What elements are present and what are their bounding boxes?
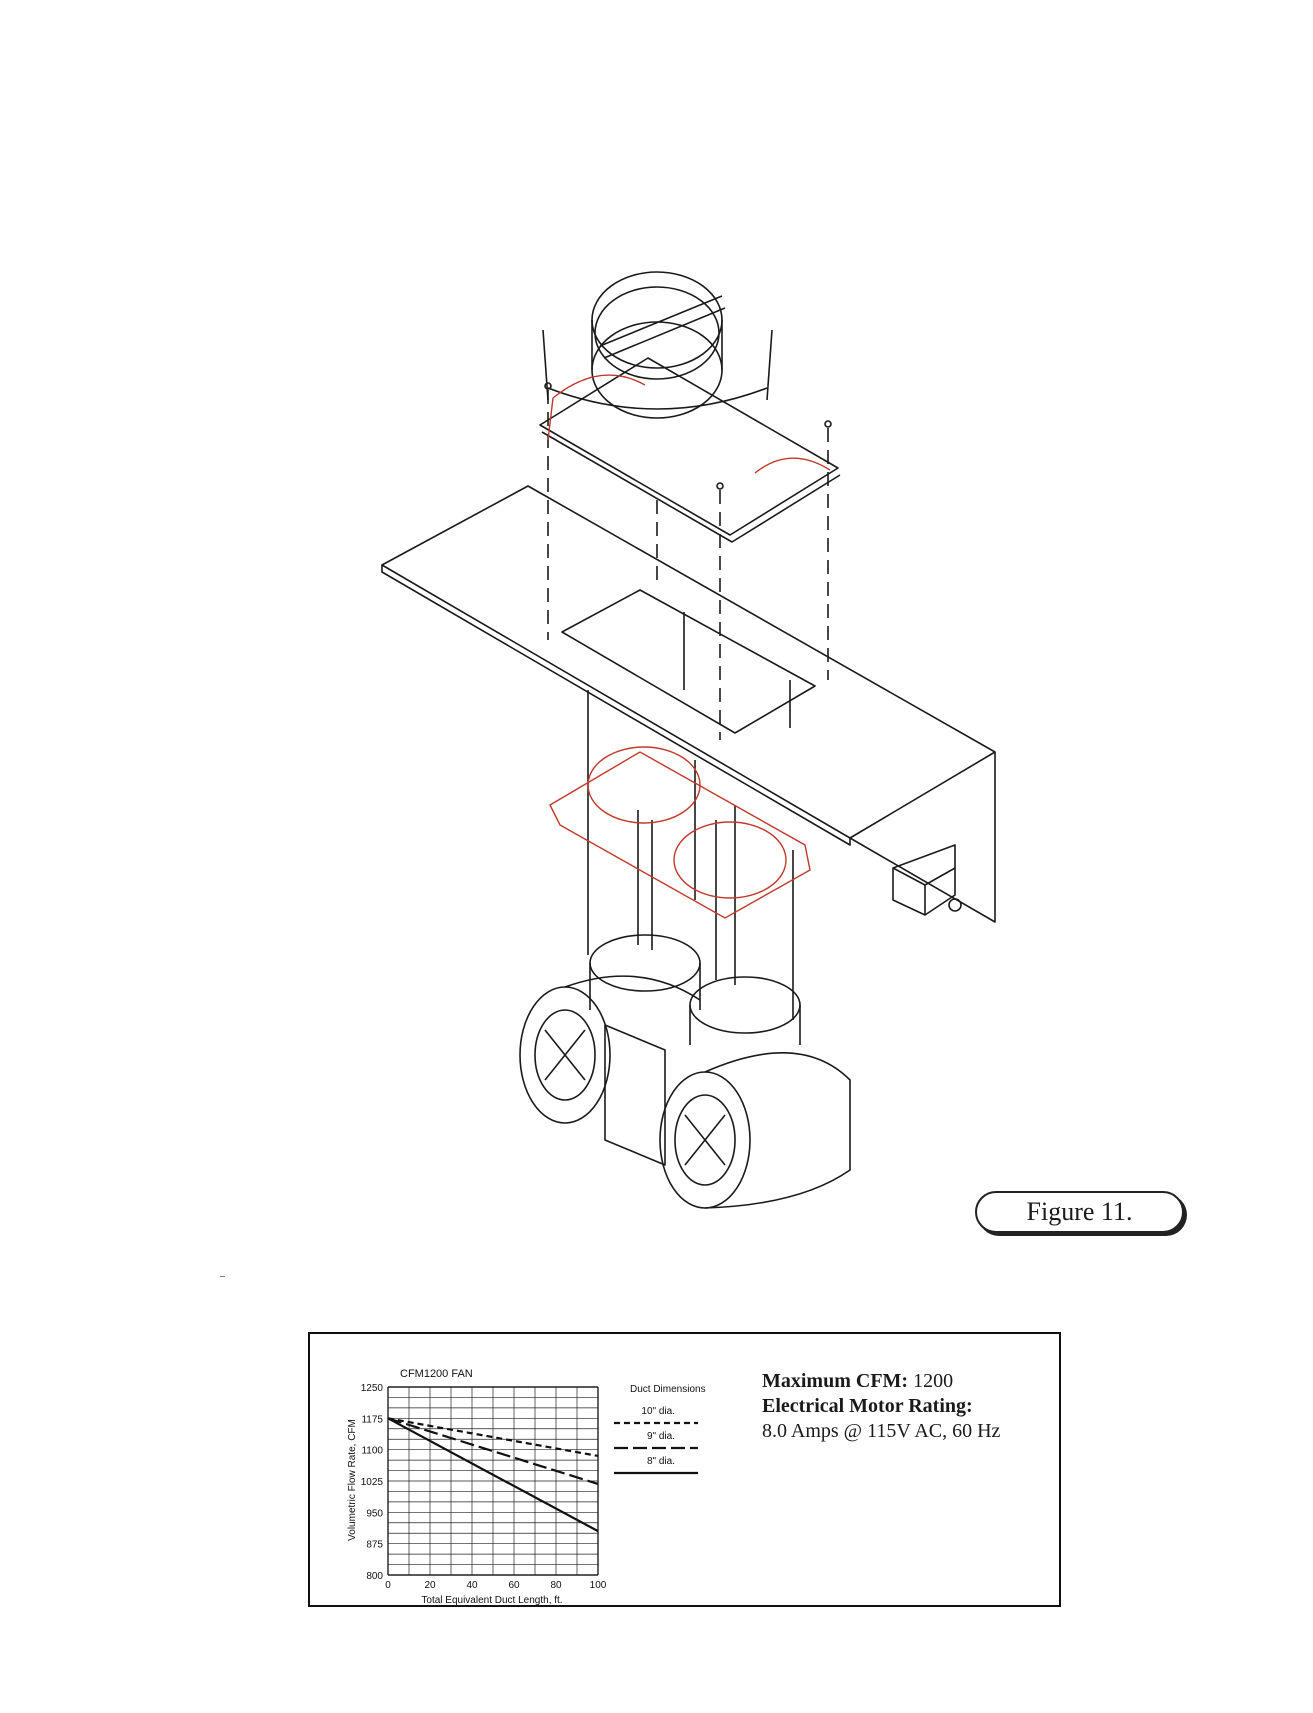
x-tick-label: 20 <box>424 1580 436 1591</box>
x-tick-label: 0 <box>385 1580 391 1591</box>
legend-label: 9" dia. <box>647 1431 675 1442</box>
housing-plate <box>382 486 995 922</box>
legend-label: 8" dia. <box>647 1456 675 1467</box>
exploded-diagram <box>0 0 1313 1260</box>
max-cfm-label: Maximum CFM: <box>762 1370 908 1392</box>
y-tick-label: 1250 <box>361 1383 384 1394</box>
stray-mark <box>220 1276 225 1277</box>
y-tick-labels: 800 875 950 1025 1100 1175 1250 <box>361 1383 384 1582</box>
motor-rating-value: 8.0 Amps @ 115V AC, 60 Hz <box>762 1419 1000 1444</box>
fan-spec-box: CFM1200 FAN 0 20 40 60 80 100 800 875 950 1025 11… <box>308 1332 1061 1607</box>
duct-collar <box>543 272 772 418</box>
max-cfm-value: 1200 <box>913 1370 953 1392</box>
y-axis-label: Volumetric Flow Rate, CFM <box>347 1419 358 1541</box>
max-cfm-line: Maximum CFM: 1200 <box>762 1369 1000 1394</box>
y-tick-label: 800 <box>366 1571 383 1582</box>
x-tick-label: 80 <box>550 1580 562 1591</box>
chart-grid <box>388 1387 598 1575</box>
cfm-chart: CFM1200 FAN 0 20 40 60 80 100 800 875 950 1025 11… <box>340 1362 740 1607</box>
legend-title: Duct Dimensions <box>630 1384 706 1395</box>
mounting-rods <box>588 690 793 1020</box>
x-axis-label: Total Equivalent Duct Length, ft. <box>421 1595 562 1606</box>
chart-title: CFM1200 FAN <box>400 1368 473 1380</box>
y-tick-label: 1175 <box>361 1414 383 1425</box>
y-tick-label: 875 <box>366 1540 383 1551</box>
spec-text: Maximum CFM: 1200 Electrical Motor Ratin… <box>762 1369 1000 1444</box>
y-tick-label: 1025 <box>361 1477 384 1488</box>
blower-assembly <box>520 935 850 1208</box>
transition-plate <box>540 358 840 542</box>
x-tick-label: 60 <box>508 1580 520 1591</box>
junction-box <box>893 845 961 915</box>
figure-label: Figure 11. <box>975 1191 1184 1233</box>
legend-label: 10" dia. <box>641 1406 675 1417</box>
chart-legend: 10" dia. 9" dia. 8" dia. <box>614 1406 698 1473</box>
x-tick-label: 40 <box>466 1580 478 1591</box>
y-tick-label: 1100 <box>361 1446 383 1457</box>
x-tick-label: 100 <box>590 1580 607 1591</box>
gasket <box>548 375 830 918</box>
motor-rating-label: Electrical Motor Rating: <box>762 1394 1000 1419</box>
screws-top <box>545 383 831 740</box>
y-tick-label: 950 <box>366 1508 383 1519</box>
x-tick-labels: 0 20 40 60 80 100 <box>385 1580 607 1591</box>
